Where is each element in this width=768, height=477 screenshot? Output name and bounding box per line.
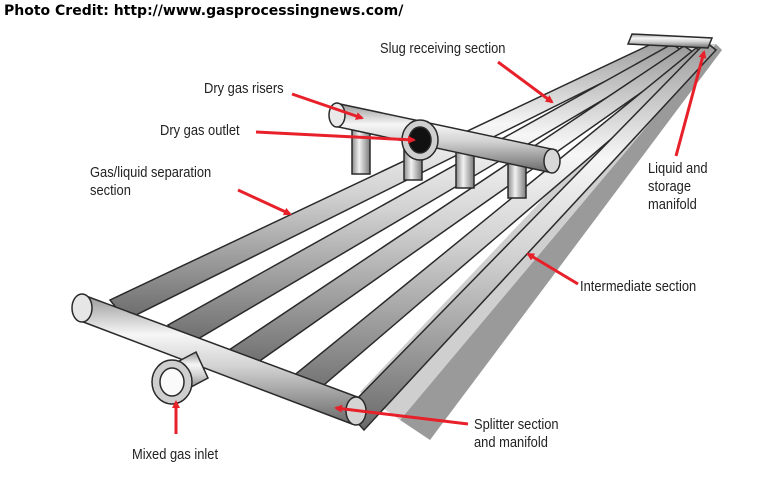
label-liquid-storage-manifold: Liquid and storage manifold	[648, 160, 708, 214]
label-intermediate-text: Intermediate section	[580, 278, 697, 295]
arrow-intermediate	[526, 252, 579, 286]
label-dry-gas-outlet-text: Dry gas outlet	[160, 122, 240, 139]
arrow-dry-gas-outlet	[255, 130, 416, 144]
arrow-liquid-storage	[674, 50, 707, 157]
label-gas-liquid-line2: section	[90, 182, 131, 199]
label-splitter-line1: Splitter section	[474, 416, 559, 433]
splitter-manifold	[71, 293, 367, 426]
label-liquid-storage-line2: storage	[648, 178, 692, 195]
photo-credit: Photo Credit: http://www.gasprocessingne…	[4, 3, 404, 19]
label-liquid-storage-line3: manifold	[648, 196, 697, 213]
label-splitter-line2: and manifold	[474, 434, 548, 451]
label-dry-gas-outlet: Dry gas outlet	[160, 122, 240, 140]
label-mixed-gas-inlet-text: Mixed gas inlet	[132, 446, 219, 463]
leader-arrows	[172, 50, 707, 434]
liquid-storage-manifold	[626, 33, 714, 49]
label-slug-receiving: Slug receiving section	[380, 40, 505, 58]
dry-gas-header	[328, 102, 561, 199]
label-gas-liquid-line1: Gas/liquid separation	[90, 164, 212, 181]
mixed-gas-inlet-nozzle	[151, 350, 209, 405]
label-dry-gas-risers: Dry gas risers	[204, 80, 284, 98]
label-liquid-storage-line1: Liquid and	[648, 160, 708, 177]
label-slug-receiving-text: Slug receiving section	[380, 40, 506, 57]
arrow-splitter	[334, 404, 469, 426]
arrow-dry-gas-risers	[291, 92, 364, 120]
label-mixed-gas-inlet: Mixed gas inlet	[132, 446, 218, 464]
arrow-slug-receiving	[497, 60, 554, 104]
label-intermediate: Intermediate section	[580, 278, 696, 296]
arrow-gas-liquid-separation	[237, 188, 292, 216]
label-dry-gas-risers-text: Dry gas risers	[204, 80, 284, 97]
separation-fingers	[108, 39, 718, 432]
label-splitter: Splitter section and manifold	[474, 416, 559, 452]
label-gas-liquid-separation: Gas/liquid separation section	[90, 164, 211, 200]
